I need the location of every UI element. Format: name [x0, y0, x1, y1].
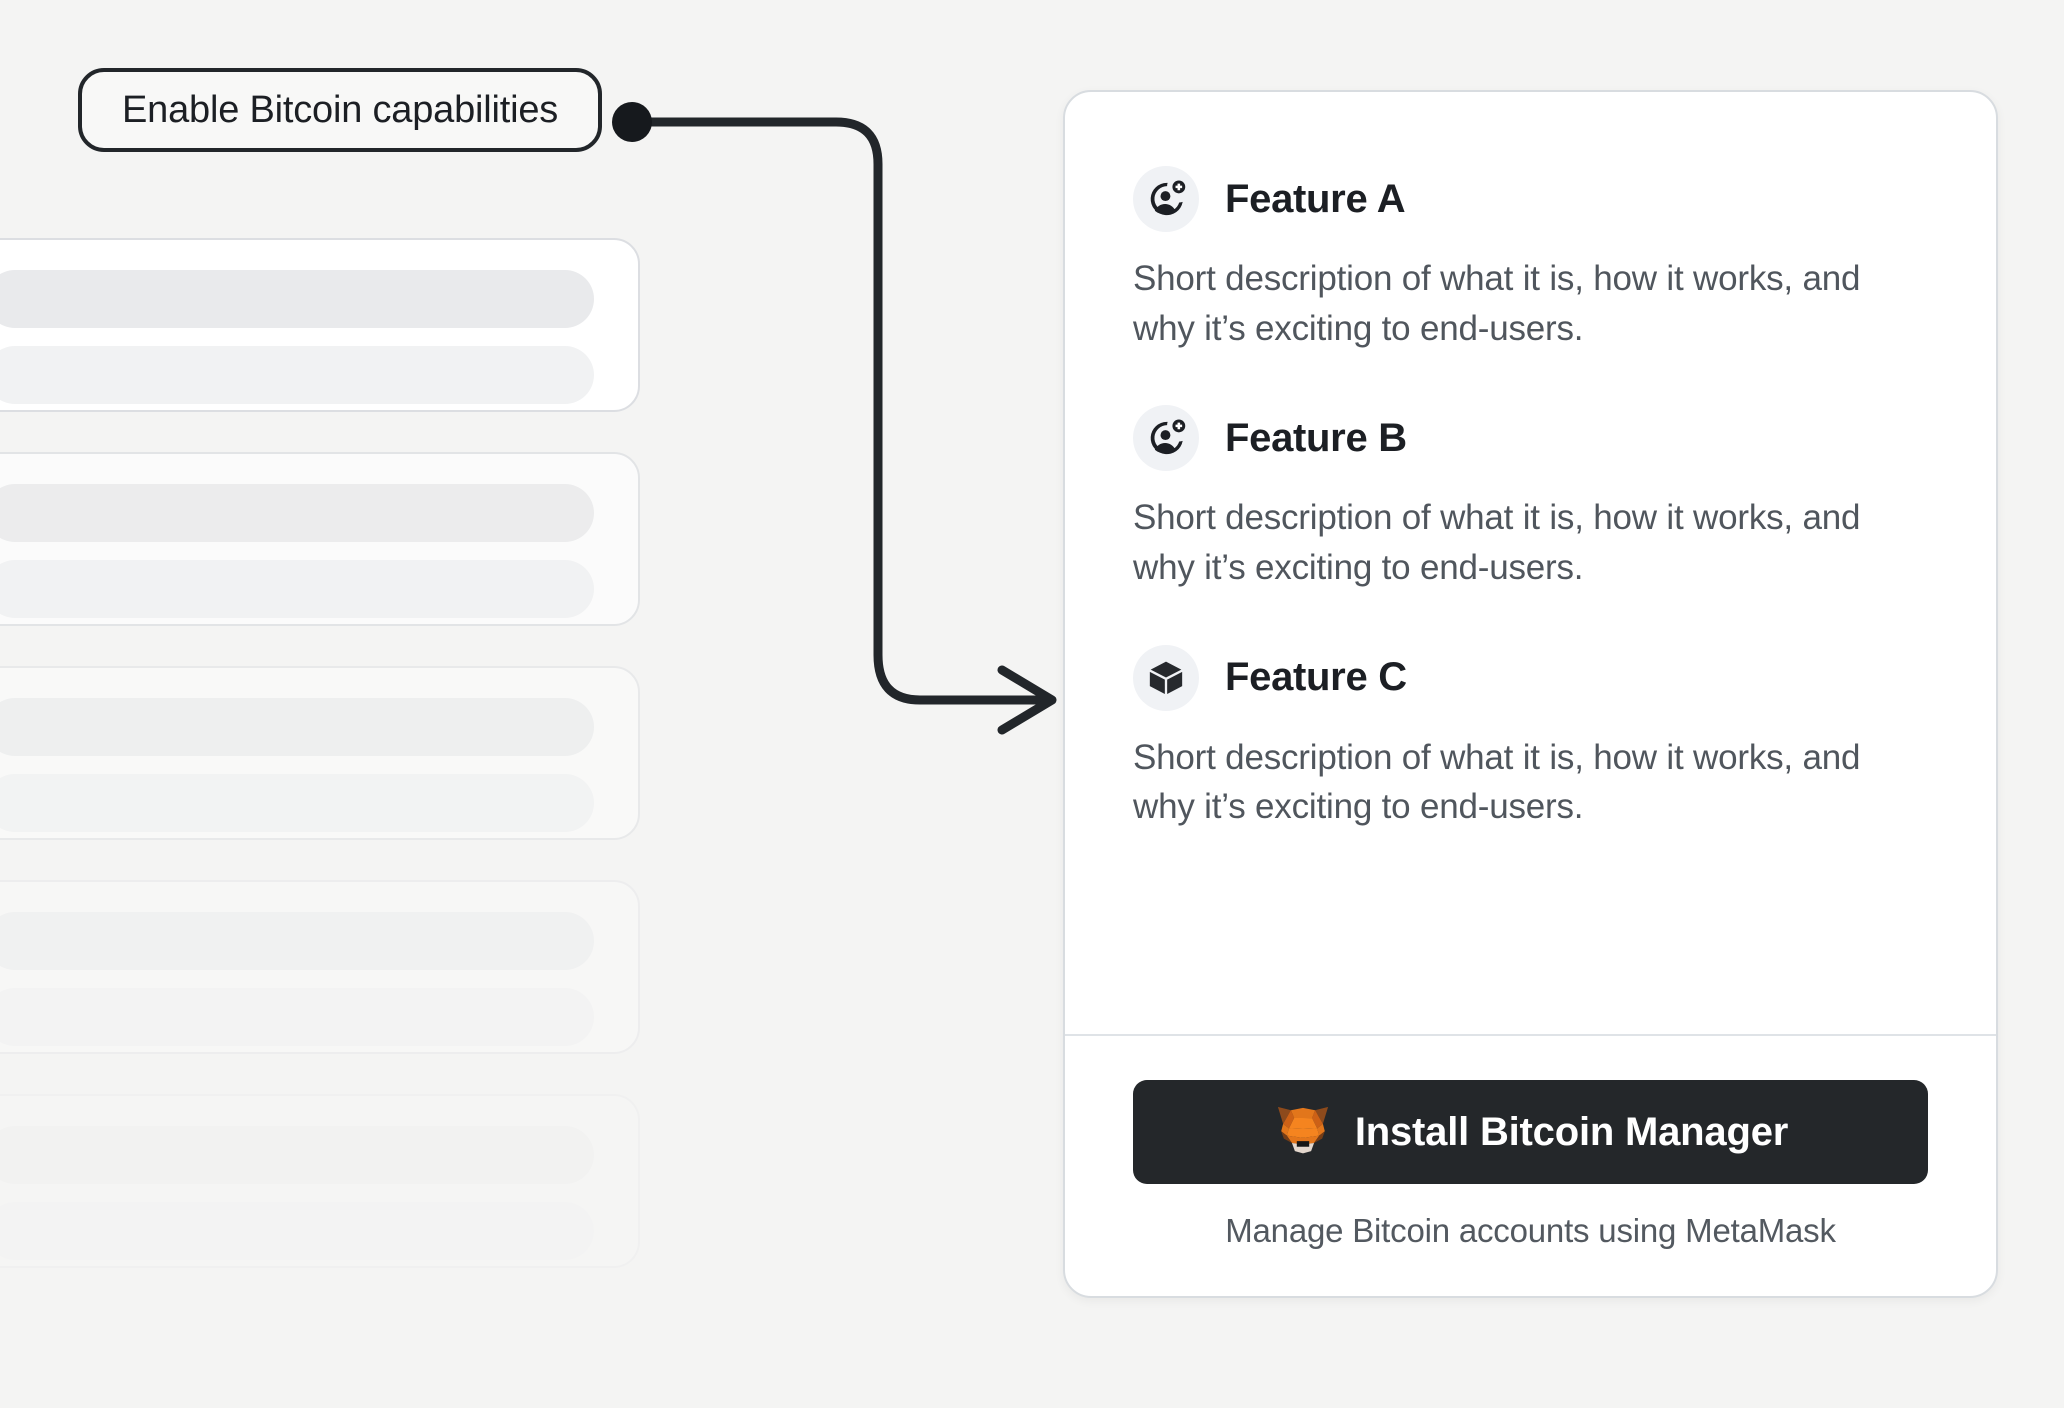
skeleton-bar-primary	[0, 484, 594, 542]
feature-title: Feature A	[1225, 176, 1406, 221]
install-button-label: Install Bitcoin Manager	[1354, 1109, 1789, 1154]
list-item	[0, 238, 640, 412]
feature-title: Feature B	[1225, 415, 1407, 460]
annotation-callout: Enable Bitcoin capabilities	[78, 68, 603, 152]
feature-header: Feature C	[1133, 644, 1928, 711]
card-footer: Install Bitcoin Manager Manage Bitcoin a…	[1065, 1036, 1996, 1296]
skeleton-bar-primary	[0, 698, 594, 756]
skeleton-bar-secondary	[0, 988, 594, 1046]
install-bitcoin-manager-button[interactable]: Install Bitcoin Manager	[1133, 1080, 1928, 1184]
list-item	[0, 1094, 640, 1268]
list-item	[0, 666, 640, 840]
skeleton-bar-primary	[0, 912, 594, 970]
feature-description: Short description of what it is, how it …	[1133, 737, 1861, 827]
feature-item: Feature B Short description of what it i…	[1133, 405, 1928, 592]
feature-item: Feature C Short description of what it i…	[1133, 644, 1928, 832]
feature-header: Feature B	[1133, 405, 1928, 472]
user-add-icon	[1133, 405, 1199, 472]
feature-header: Feature A	[1133, 166, 1928, 232]
feature-list: Feature A Short description of what it i…	[1065, 92, 1996, 1034]
feature-description: Short description of what it is, how it …	[1133, 498, 1861, 588]
feature-card: Feature A Short description of what it i…	[1063, 90, 1998, 1298]
list-item	[0, 880, 640, 1054]
background-placeholder-list	[0, 238, 640, 1308]
cube-icon	[1133, 644, 1199, 711]
skeleton-bar-secondary	[0, 1202, 594, 1260]
metamask-fox-icon	[1277, 1106, 1328, 1154]
feature-item: Feature A Short description of what it i…	[1133, 166, 1928, 353]
divider	[1065, 1034, 1996, 1036]
skeleton-bar-primary	[0, 270, 594, 328]
skeleton-bar-secondary	[0, 560, 594, 618]
skeleton-bar-secondary	[0, 346, 594, 404]
feature-title: Feature C	[1225, 655, 1407, 700]
user-add-icon	[1133, 166, 1199, 232]
feature-description: Short description of what it is, how it …	[1133, 259, 1861, 348]
skeleton-bar-secondary	[0, 774, 594, 832]
footer-note: Manage Bitcoin accounts using MetaMask	[1225, 1212, 1836, 1249]
list-item	[0, 452, 640, 626]
annotation-anchor-dot	[612, 102, 652, 142]
annotation-callout-label: Enable Bitcoin capabilities	[122, 88, 559, 131]
skeleton-bar-primary	[0, 1126, 594, 1184]
